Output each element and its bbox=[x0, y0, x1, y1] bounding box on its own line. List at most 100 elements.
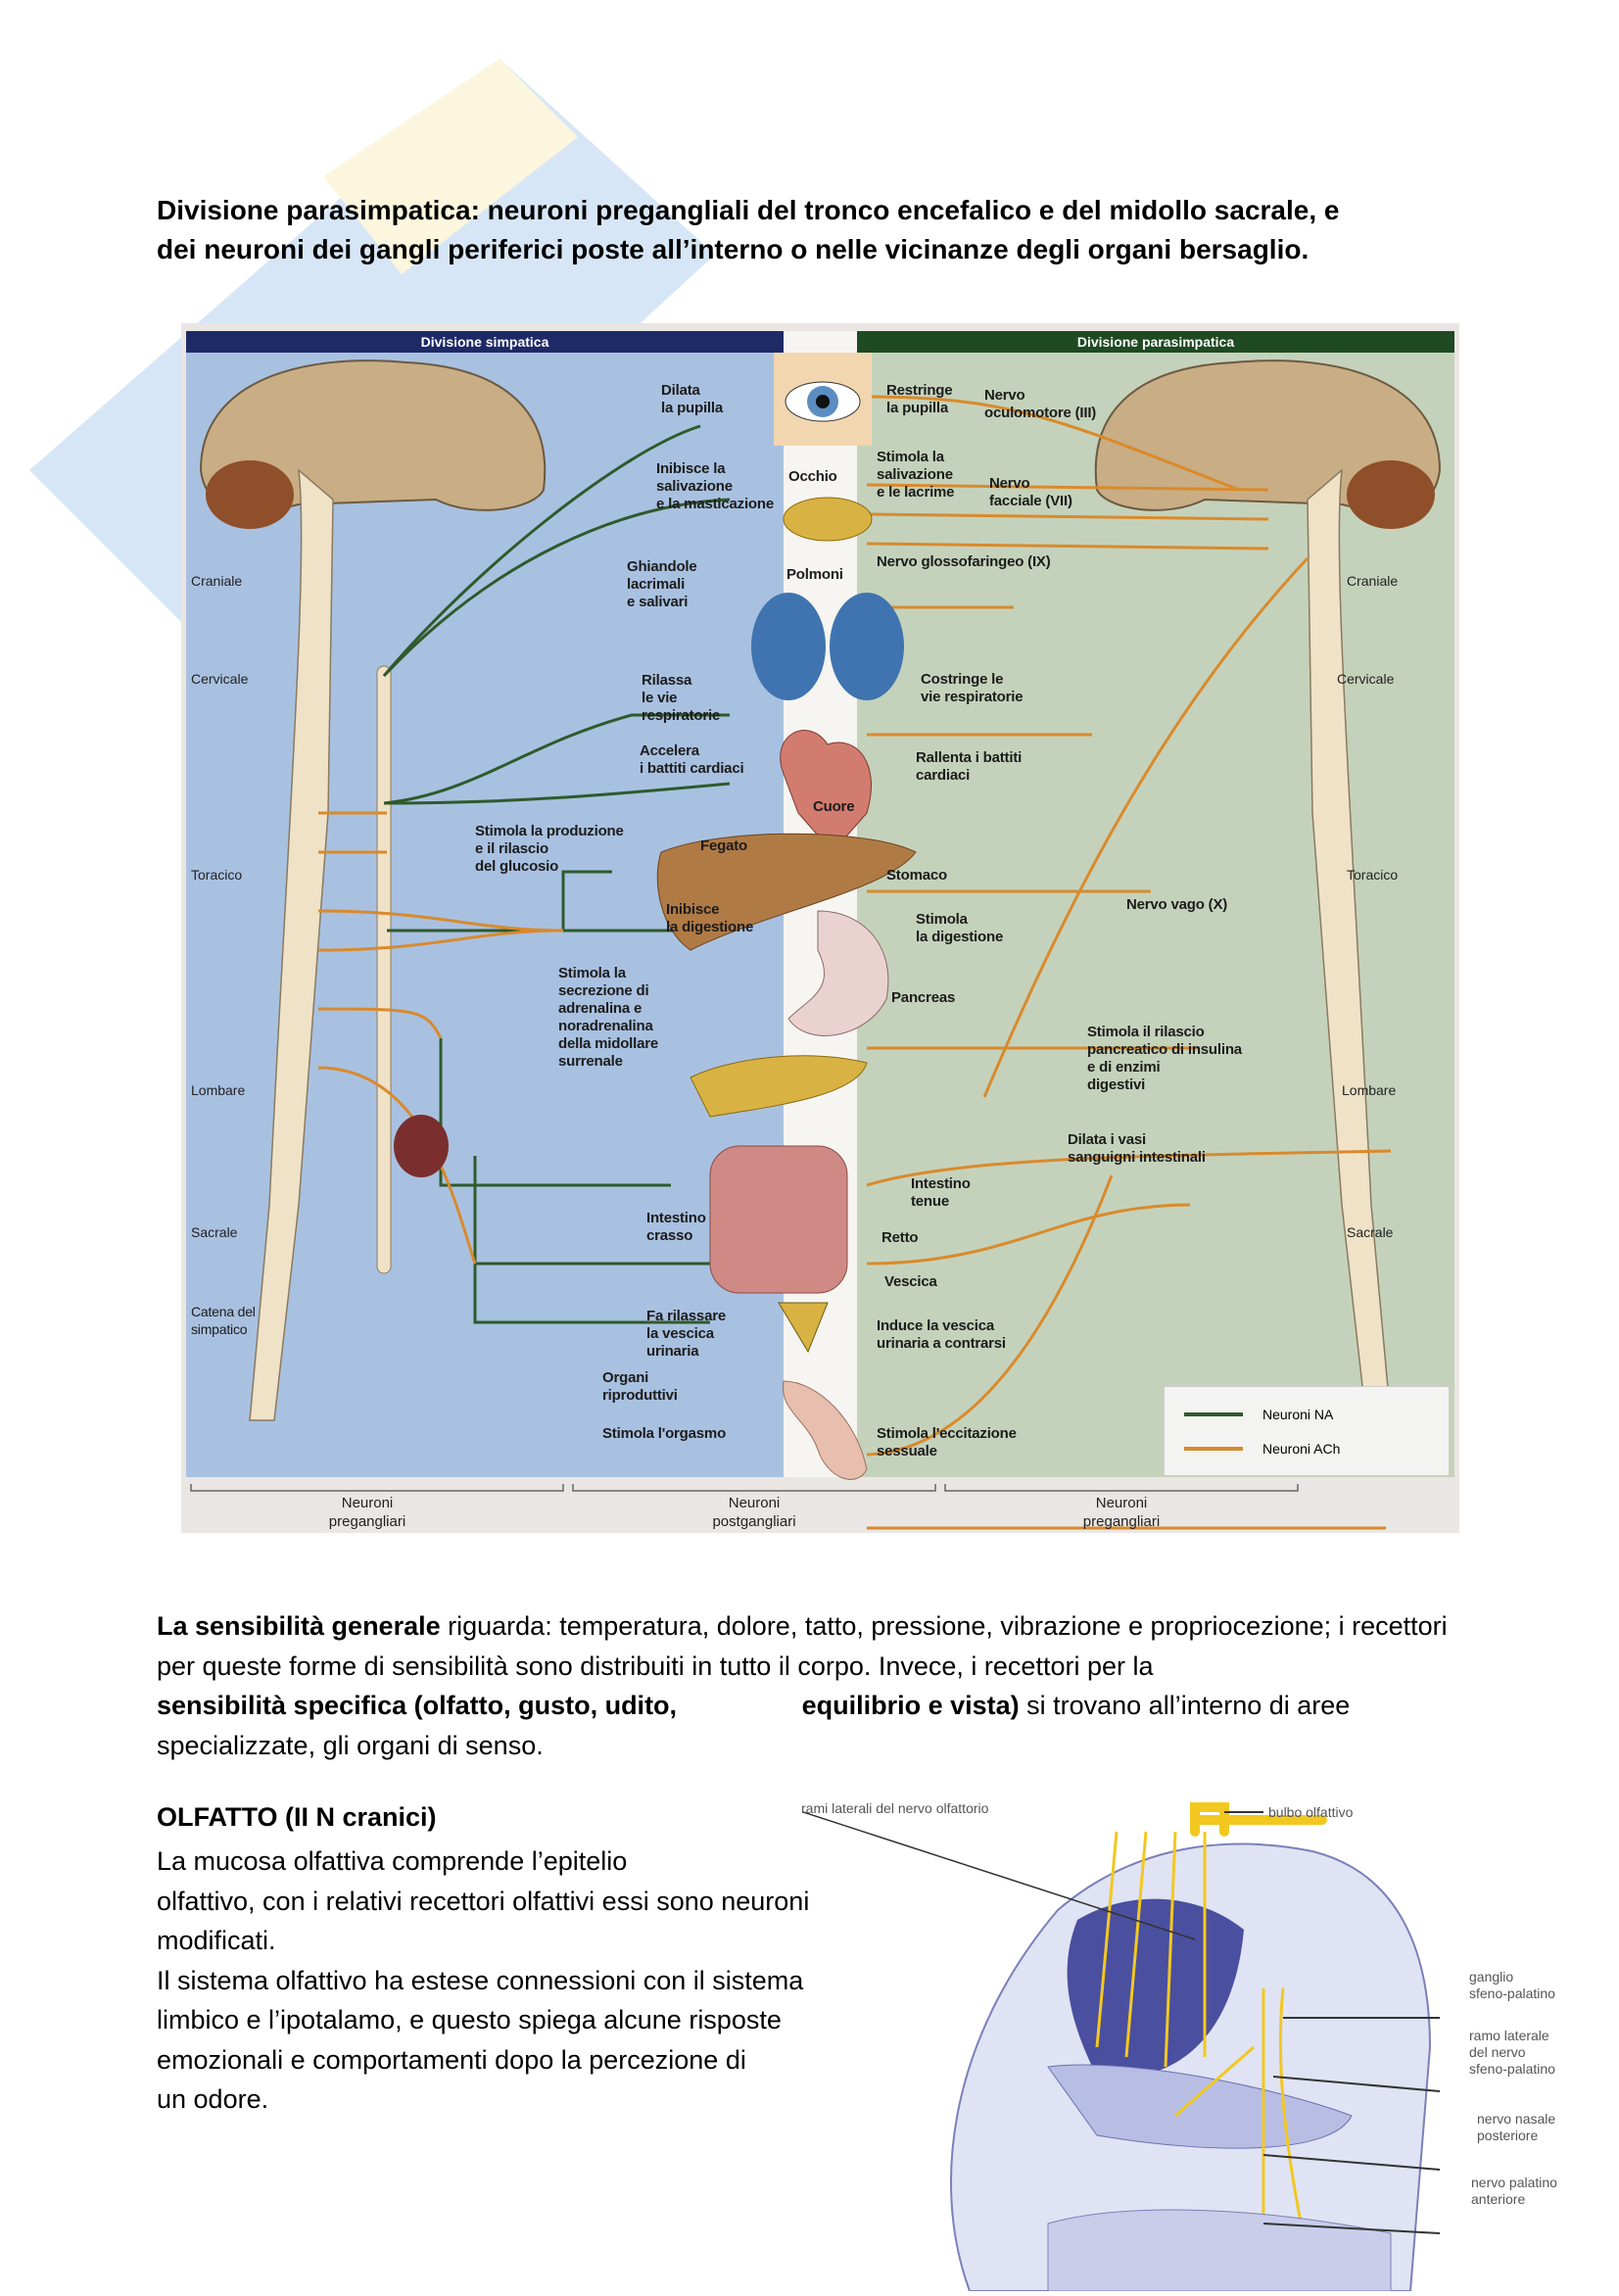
para-label: Nervo glossofaringeo (IX) bbox=[877, 553, 1051, 570]
salivary-gland-icon bbox=[783, 497, 873, 542]
legend-item-ach: Neuroni ACh bbox=[1184, 1441, 1340, 1457]
region-label-left: Craniale bbox=[191, 573, 243, 589]
na-line-swatch bbox=[1184, 1412, 1243, 1416]
olfatto-line: emozionali e comportamenti dopo la perce… bbox=[157, 2044, 746, 2075]
olfatto-line: olfattivo, con i relativi recettori olfa… bbox=[157, 1886, 810, 1916]
legend: Neuroni NA Neuroni ACh bbox=[1164, 1386, 1450, 1476]
para-label: Stimola il rilascio pancreatico di insul… bbox=[1087, 1024, 1242, 1093]
region-label-right: Lombare bbox=[1342, 1082, 1397, 1098]
autonomic-nervous-system-figure: Divisione simpatica Divisione parasimpat… bbox=[181, 323, 1459, 1533]
heart-icon bbox=[780, 730, 872, 853]
reproductive-organ-icon bbox=[782, 1380, 868, 1480]
organ-label: Vescica bbox=[884, 1273, 937, 1290]
figure-label: ramo laterale del nervo sfeno-palatino bbox=[1469, 2028, 1555, 2077]
bracket-label: Neuroni postgangliari bbox=[712, 1495, 796, 1530]
symp-label: Stimola la secrezione di adrenalina e no… bbox=[558, 965, 659, 1070]
symp-label: Ghiandole lacrimali e salivari bbox=[627, 558, 697, 610]
diagram-artwork bbox=[190, 353, 1442, 1530]
para-label: Nervo oculomotore (III) bbox=[984, 387, 1097, 421]
symp-label: Inibisce la digestione bbox=[666, 901, 754, 935]
organ-label: Cuore bbox=[813, 798, 855, 815]
symp-label: Stimola l'orgasmo bbox=[602, 1425, 727, 1442]
para-label: Stimola l'eccitazione sessuale bbox=[877, 1425, 1017, 1459]
para-label: Restringe la pupilla bbox=[886, 382, 953, 416]
adrenal-kidney-icon bbox=[394, 1115, 449, 1177]
symp-label: Accelera i battiti cardiaci bbox=[640, 742, 744, 777]
ach-nerves bbox=[317, 395, 1392, 1530]
legend-label: Neuroni ACh bbox=[1262, 1441, 1341, 1457]
para-label: Nervo facciale (VII) bbox=[989, 475, 1072, 509]
legend-label: Neuroni NA bbox=[1262, 1407, 1334, 1422]
symp-label: Fa rilassare la vescica urinaria bbox=[646, 1308, 726, 1360]
intestine-icon bbox=[709, 1145, 848, 1294]
symp-label: Inibisce la salivazione e la masticazion… bbox=[656, 460, 774, 512]
symp-label: Intestino crasso bbox=[646, 1210, 706, 1244]
sympathetic-header: Divisione simpatica bbox=[186, 331, 784, 353]
parasympathetic-header: Divisione parasimpatica bbox=[857, 331, 1454, 353]
olfatto-line: modificati. bbox=[157, 1926, 276, 1955]
figure-label: nervo nasale posteriore bbox=[1477, 2111, 1556, 2143]
figure-label: nervo palatino anteriore bbox=[1471, 2175, 1557, 2207]
symp-label: Dilata la pupilla bbox=[661, 382, 724, 416]
eye-icon bbox=[774, 353, 872, 446]
olfatto-line: La mucosa olfattiva comprende l’epitelio bbox=[157, 1846, 628, 1876]
paragraph-text: riguarda: temperatura, dolore, tatto, pr… bbox=[157, 1611, 1448, 1681]
figure-label: ganglio sfeno-palatino bbox=[1469, 1969, 1555, 2001]
heading-line-2: dei neuroni dei gangli periferici poste … bbox=[157, 234, 1309, 264]
olfatto-line: limbico e l’ipotalamo, e questo spiega a… bbox=[157, 2005, 782, 2034]
figure-label: rami laterali del nervo olfattorio bbox=[801, 1800, 989, 1816]
organ-label: Polmoni bbox=[786, 566, 843, 583]
symp-label: Organi riproduttivi bbox=[602, 1369, 678, 1404]
olfatto-line: un odore. bbox=[157, 2084, 269, 2114]
section-heading: Divisione parasimpatica: neuroni pregang… bbox=[157, 191, 1489, 269]
sympathetic-chain bbox=[376, 665, 392, 1274]
bladder-icon bbox=[778, 1302, 829, 1354]
para-label: Stimola la digestione bbox=[916, 911, 1004, 945]
symp-label: Stimola la produzione e il rilascio del … bbox=[475, 823, 624, 875]
organ-label: Occhio bbox=[788, 468, 837, 485]
organ-label: Pancreas bbox=[891, 989, 956, 1006]
stomach-icon bbox=[787, 910, 889, 1036]
para-label: Induce la vescica urinaria a contrarsi bbox=[877, 1317, 1006, 1352]
heading-line-1: Divisione parasimpatica: neuroni pregang… bbox=[157, 195, 1340, 225]
para-label: Dilata i vasi sanguigni intestinali bbox=[1068, 1131, 1206, 1166]
region-label-left: Lombare bbox=[191, 1082, 246, 1098]
para-label: Costringe le vie respiratorie bbox=[921, 671, 1024, 705]
bracket-label: Neuroni pregangliari bbox=[328, 1495, 406, 1530]
legend-item-na: Neuroni NA bbox=[1184, 1407, 1333, 1422]
symp-label: Rilassa le vie respiratorie bbox=[642, 672, 721, 724]
region-label-left: Sacrale bbox=[191, 1224, 238, 1240]
para-label: Rallenta i battiti cardiaci bbox=[916, 749, 1023, 784]
brain-left-icon bbox=[199, 359, 547, 1421]
figure-label: bulbo olfattivo bbox=[1268, 1804, 1354, 1820]
region-label-right: Craniale bbox=[1347, 573, 1399, 589]
region-label-left: Toracico bbox=[191, 867, 243, 883]
lungs-icon bbox=[751, 593, 904, 700]
region-label-right: Toracico bbox=[1347, 867, 1399, 883]
organ-label: Retto bbox=[881, 1229, 919, 1246]
paragraph-text: si trovano all’interno di aree specializ… bbox=[157, 1691, 1351, 1760]
bold-term: sensibilità specifica (olfatto, gusto, u… bbox=[157, 1691, 1020, 1720]
brain-right-icon bbox=[1094, 359, 1442, 1421]
sensibility-paragraph: La sensibilità generale riguarda: temper… bbox=[157, 1606, 1469, 1765]
olfatto-text: La mucosa olfattiva comprende l’epitelio… bbox=[157, 1842, 911, 2120]
ach-line-swatch bbox=[1184, 1447, 1243, 1451]
liver-icon bbox=[656, 833, 917, 951]
bottom-brackets bbox=[190, 1484, 1299, 1492]
olfatto-line: Il sistema olfattivo ha estese connessio… bbox=[157, 1965, 804, 1995]
organ-label: Fegato bbox=[700, 837, 747, 854]
nasal-cavity-artwork bbox=[802, 1802, 1441, 2292]
para-label: Stimola la salivazione e le lacrime bbox=[877, 449, 955, 501]
organ-label: Intestino tenue bbox=[911, 1175, 971, 1210]
nasal-cavity-figure: rami laterali del nervo olfattorio bulbo… bbox=[801, 1793, 1577, 2292]
region-label-right: Sacrale bbox=[1347, 1224, 1394, 1240]
region-label-right: Cervicale bbox=[1337, 671, 1395, 687]
region-label-left: Cervicale bbox=[191, 671, 249, 687]
chain-label: Catena del simpatico bbox=[191, 1304, 256, 1337]
olfatto-title: OLFATTO (II N cranici) bbox=[157, 1802, 437, 1832]
bold-term: La sensibilità generale bbox=[157, 1611, 441, 1641]
organ-label: Stomaco bbox=[886, 867, 947, 884]
para-label: Nervo vago (X) bbox=[1126, 896, 1228, 913]
pancreas-icon bbox=[690, 1055, 868, 1118]
bracket-label: Neuroni pregangliari bbox=[1082, 1495, 1161, 1530]
